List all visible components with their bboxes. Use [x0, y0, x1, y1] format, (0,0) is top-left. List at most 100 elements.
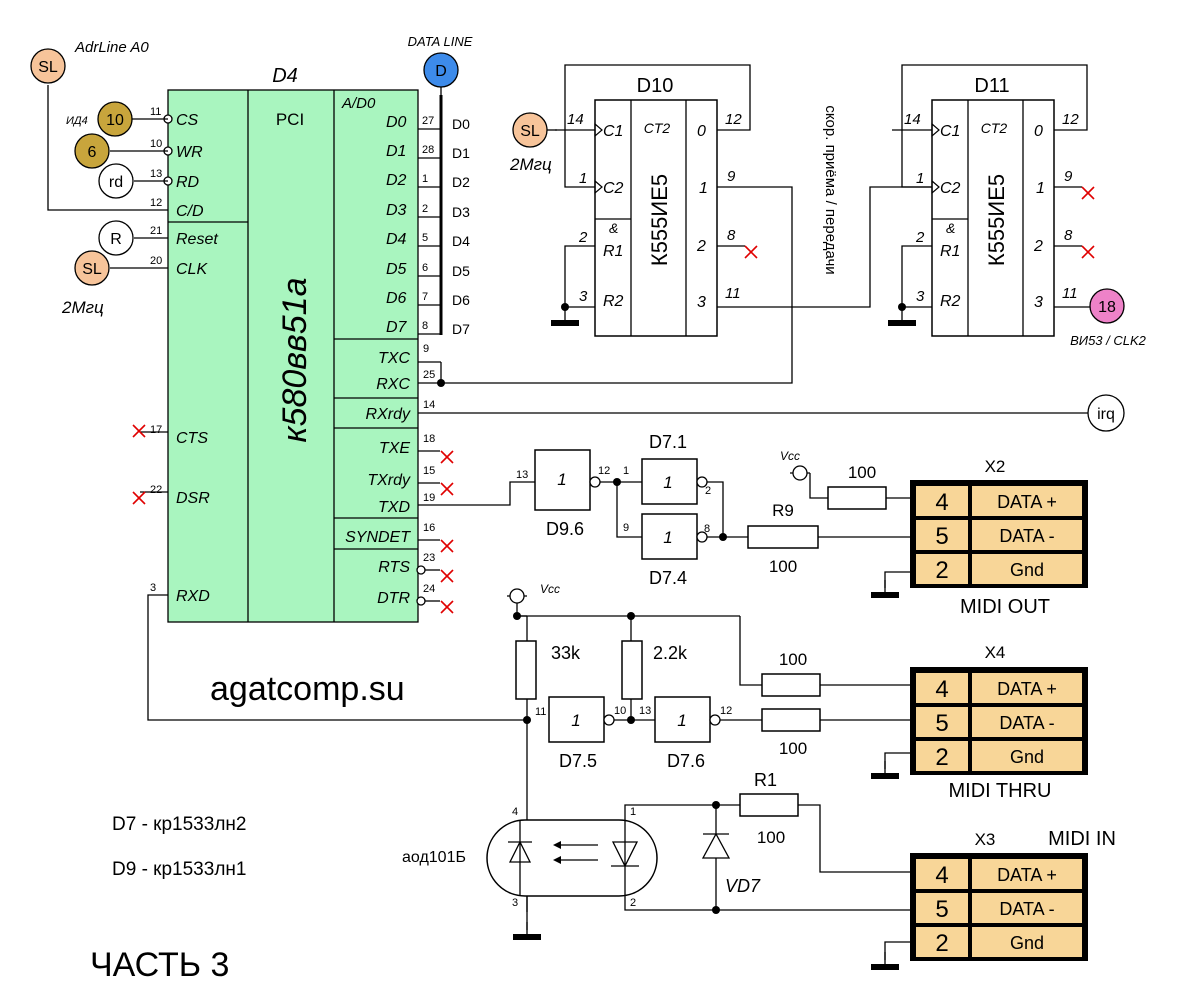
counter-part: К555ИЕ5 — [647, 174, 672, 266]
adrline-label: AdrLine A0 — [74, 39, 149, 56]
site-label: agatcomp.su — [210, 670, 405, 708]
counter-ref: D11 — [974, 75, 1009, 97]
connector-pin-label: DATA + — [997, 679, 1057, 699]
d4-pin-num: 18 — [423, 433, 435, 445]
counter-pin: C1 — [940, 123, 960, 140]
midi-out-driver: 1 13 D9.6 12 1 1 D7.1 2 1 9 D7.4 8 R9 10… — [516, 432, 910, 599]
d4-pin-num: 9 — [423, 343, 429, 355]
svg-text:100: 100 — [779, 739, 807, 758]
d4-pin-cs: CS — [176, 112, 199, 129]
d4-pin-num: 16 — [423, 522, 435, 534]
counter-pin: C2 — [940, 180, 961, 197]
counter-pin-num: 9 — [1064, 168, 1073, 185]
d10-d11-link — [718, 186, 932, 308]
counter-pin-num: 14 — [904, 111, 921, 128]
d4-pin-reset: Reset — [176, 231, 218, 248]
data-net-label: D6 — [452, 292, 470, 308]
connector-pin-num: 4 — [935, 489, 948, 516]
svg-text:SL: SL — [38, 59, 58, 76]
d4-pin-num: 17 — [150, 424, 162, 436]
connector-pin-num: 5 — [935, 896, 948, 923]
svg-text:SL: SL — [520, 123, 540, 140]
connector-caption: MIDI IN — [1048, 828, 1116, 850]
connector-pin-num: 5 — [935, 523, 948, 550]
wr-6-signal: 6 — [74, 133, 110, 169]
counter-ct: CT2 — [981, 120, 1008, 136]
d4-pin-num: 22 — [150, 484, 162, 496]
connector-pin-label: DATA + — [997, 865, 1057, 885]
counter-pin: R1 — [940, 243, 960, 260]
d4-pci: PCI — [276, 110, 304, 129]
svg-text:1: 1 — [571, 711, 580, 730]
d4-pin-num: 10 — [150, 138, 162, 150]
counter-pin-num: 3 — [579, 288, 588, 305]
svg-text:R9: R9 — [772, 501, 794, 520]
d4-pin-rxd: RXD — [176, 588, 210, 605]
d4-pin-rxrdy: RXrdy — [366, 406, 411, 423]
d10-in-signal: SL 2Мгц — [509, 112, 552, 174]
d4-pin-syndet: SYNDET — [345, 529, 411, 546]
svg-text:8: 8 — [704, 523, 710, 535]
svg-text:33k: 33k — [551, 643, 581, 663]
counter-pin: R2 — [603, 293, 624, 310]
counter-pin-num: 11 — [1062, 285, 1078, 302]
counter-pin: 3 — [697, 294, 706, 311]
d4-pins: CS11WR10RD13C/D12Reset21CLK20CTS17DSR22R… — [150, 106, 470, 614]
d4-chip: D4 PCI A/D0 к580вв51а — [167, 65, 419, 623]
counter-ref: D10 — [637, 75, 674, 97]
sl-adr-signal: SL AdrLine A0 — [30, 39, 149, 84]
svg-text:12: 12 — [720, 705, 732, 717]
svg-text:3: 3 — [512, 897, 518, 909]
svg-text:100: 100 — [769, 557, 797, 576]
connector-pin-num: 2 — [935, 930, 948, 957]
counter-pin: 0 — [1034, 123, 1043, 140]
rd-signal: rd — [98, 163, 134, 199]
svg-text:D7.1: D7.1 — [649, 432, 687, 452]
svg-text:13: 13 — [639, 705, 651, 717]
d4-left-wiring — [47, 85, 525, 721]
d4-data-pin: D3 — [386, 202, 407, 219]
svg-text:10: 10 — [614, 705, 626, 717]
d4-pin-dsr: DSR — [176, 490, 210, 507]
d4-pin-num: 5 — [422, 232, 428, 244]
d4-pin-num: 3 — [150, 582, 156, 594]
svg-text:D7.6: D7.6 — [667, 751, 705, 771]
d4-pin-num: 19 — [423, 492, 435, 504]
d4-pin-txc: TXC — [378, 350, 410, 367]
data-net-label: D5 — [452, 263, 470, 279]
svg-text:SL: SL — [82, 261, 102, 278]
connector-ref: X3 — [975, 830, 996, 849]
data-net-label: D4 — [452, 233, 470, 249]
d4-part: к580вв51а — [276, 277, 314, 442]
connector-ref: X4 — [985, 643, 1006, 662]
d4-pin-dtr: DTR — [377, 590, 410, 607]
d4-right-wiring: irq — [418, 186, 1125, 506]
midi-in-circuit: аод101Б 4 3 1 2 VD7 R1 100 — [402, 770, 910, 971]
svg-text:13: 13 — [516, 469, 528, 481]
counter-pin-num: 8 — [727, 227, 736, 244]
connector-pin-num: 4 — [935, 676, 948, 703]
d4-pin-txe: TXE — [379, 440, 410, 457]
counter-pin: 2 — [1033, 238, 1043, 255]
connector-pin-num: 4 — [935, 862, 948, 889]
connector-pin-label: DATA - — [999, 526, 1054, 546]
d4-data-pin: D6 — [386, 290, 407, 307]
d4-data-pin: D7 — [386, 319, 408, 336]
counter-pin: 3 — [1034, 294, 1043, 311]
d4-ref: D4 — [272, 65, 298, 87]
counter-pin-num: 3 — [916, 288, 925, 305]
svg-text:D7.4: D7.4 — [649, 568, 687, 588]
counter-pin: C2 — [603, 180, 624, 197]
data-net-label: D0 — [452, 116, 470, 132]
d4-pin-num: 23 — [423, 552, 435, 564]
svg-text:D7.5: D7.5 — [559, 751, 597, 771]
d4-pin-num: 25 — [423, 369, 435, 381]
svg-text:2.2k: 2.2k — [653, 643, 688, 663]
page-title: ЧАСТЬ 3 — [90, 946, 229, 984]
d4-pin-rd: RD — [176, 174, 200, 191]
d4-pin-rts: RTS — [378, 559, 410, 576]
